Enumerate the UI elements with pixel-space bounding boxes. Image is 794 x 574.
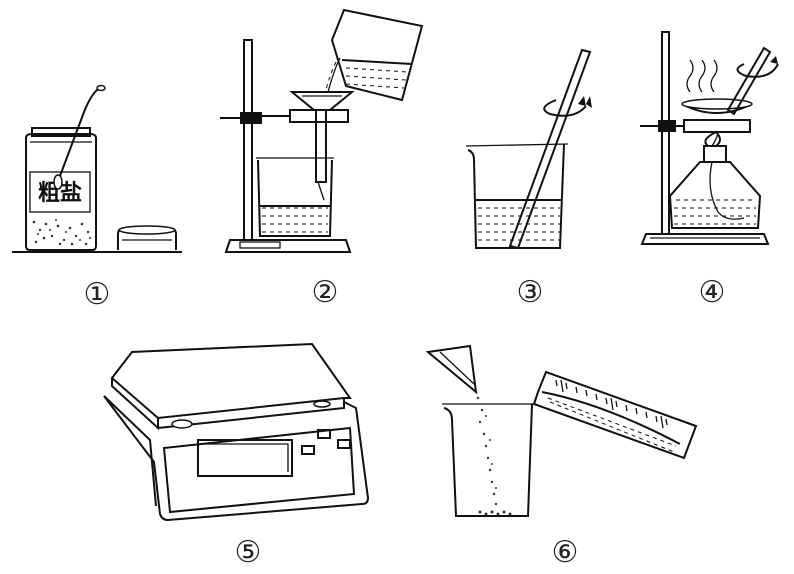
dish <box>117 225 177 250</box>
rotation-arrow <box>543 96 592 117</box>
iron-stand <box>640 31 770 245</box>
panel-number: ⑤ <box>235 535 262 570</box>
panel-5: ⑤ <box>103 342 370 570</box>
key <box>337 439 351 449</box>
salt-jar: 粗盐 <box>25 127 97 251</box>
ring-and-dish <box>672 98 753 133</box>
collecting-beaker <box>256 157 334 237</box>
beaker <box>442 403 536 517</box>
iron-stand <box>220 39 352 253</box>
panel-number: ④ <box>699 275 726 310</box>
panel-4: ④ <box>640 31 779 310</box>
spoon <box>53 84 106 190</box>
graduated-cylinder <box>532 370 698 460</box>
panel-number: ③ <box>517 275 544 310</box>
stirring-rod <box>508 48 592 250</box>
paper-funnel <box>425 344 478 395</box>
key <box>301 445 315 455</box>
steam <box>686 59 718 93</box>
panel-2: ② <box>220 8 424 310</box>
filter-ring-and-funnel <box>258 91 355 201</box>
key <box>317 429 331 439</box>
balance <box>103 342 370 522</box>
alcohol-lamp <box>668 130 762 229</box>
display-screen <box>197 439 293 477</box>
falling-salt <box>476 396 512 516</box>
panel-number: ② <box>312 275 339 310</box>
panel-3: ③ <box>465 48 592 310</box>
beaker <box>465 143 569 249</box>
pouring-beaker <box>325 8 424 102</box>
panel-number: ① <box>84 277 111 312</box>
panel-6: ⑥ <box>425 344 698 570</box>
glass-rod <box>726 46 779 116</box>
panel-1: 粗盐 ① <box>12 84 182 312</box>
panel-number: ⑥ <box>552 535 579 570</box>
